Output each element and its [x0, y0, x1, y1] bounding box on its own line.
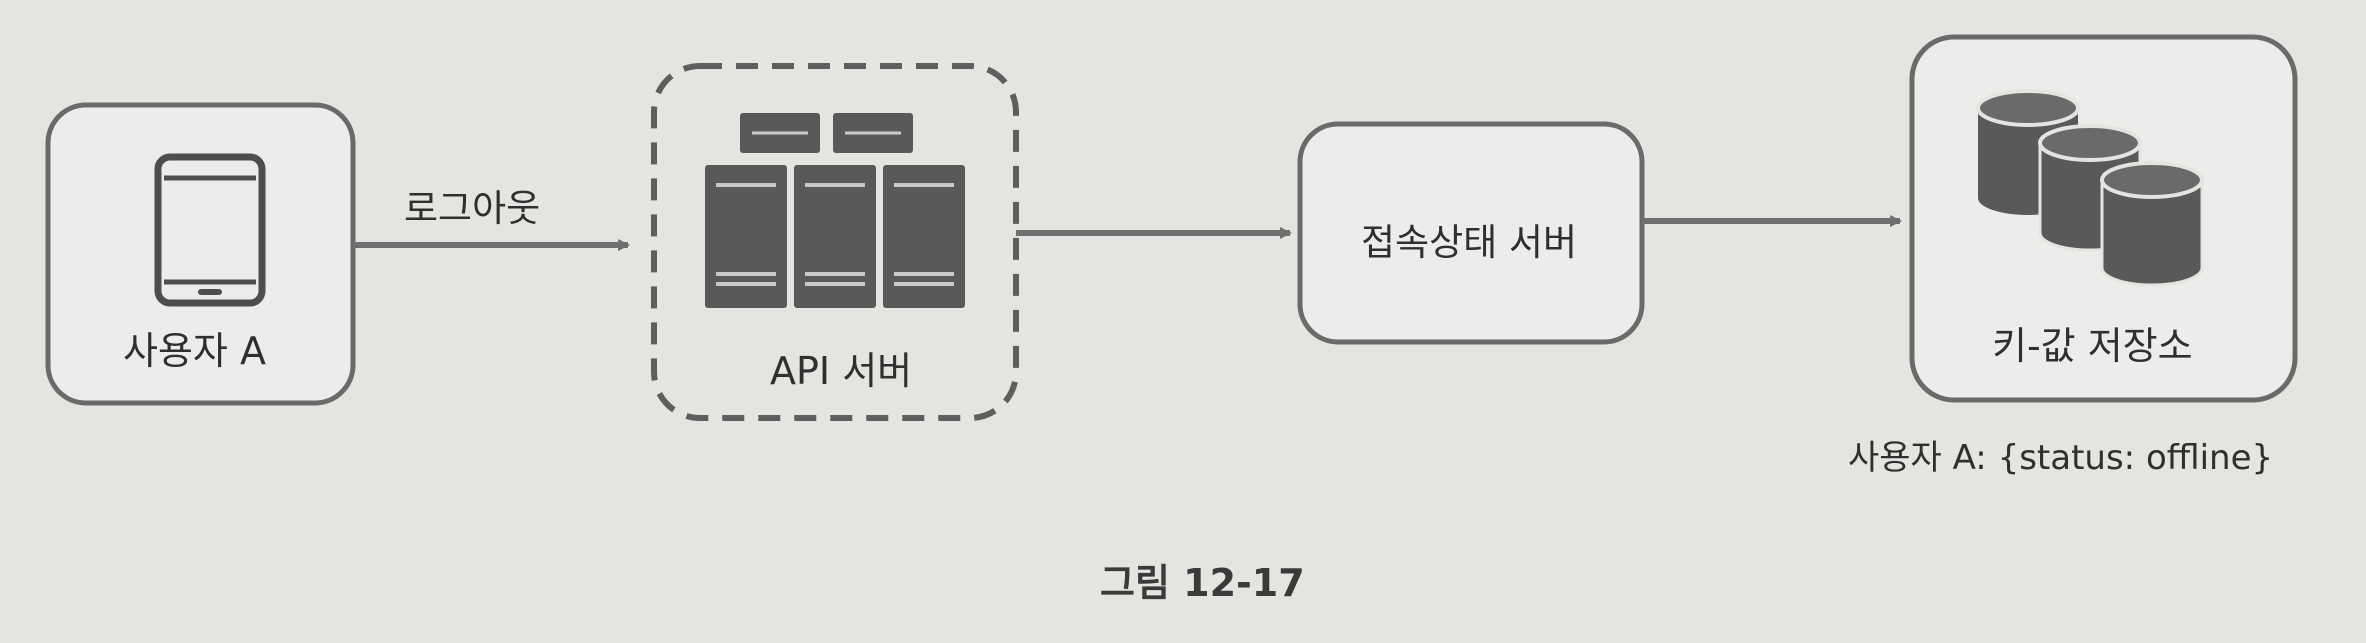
api-server-node: [651, 63, 1019, 421]
presence-server-node: [1297, 121, 1645, 345]
database-icon: [1976, 89, 2204, 287]
kv-store-label: 키-값 저장소: [1992, 324, 2193, 368]
server-rack-icon: [705, 113, 965, 308]
presence-server-label: 접속상태 서버: [1361, 221, 1578, 264]
kv-store-caption: 사용자 A: {status: offline}: [1848, 438, 2274, 478]
figure-caption: 그림 12-17: [1100, 561, 1305, 605]
user-node-label: 사용자 A: [123, 329, 266, 373]
tablet-icon: [154, 153, 266, 307]
edge-logout-label: 로그아웃: [404, 187, 541, 230]
api-server-label: API 서버: [770, 349, 913, 393]
user-node: [45, 102, 356, 406]
